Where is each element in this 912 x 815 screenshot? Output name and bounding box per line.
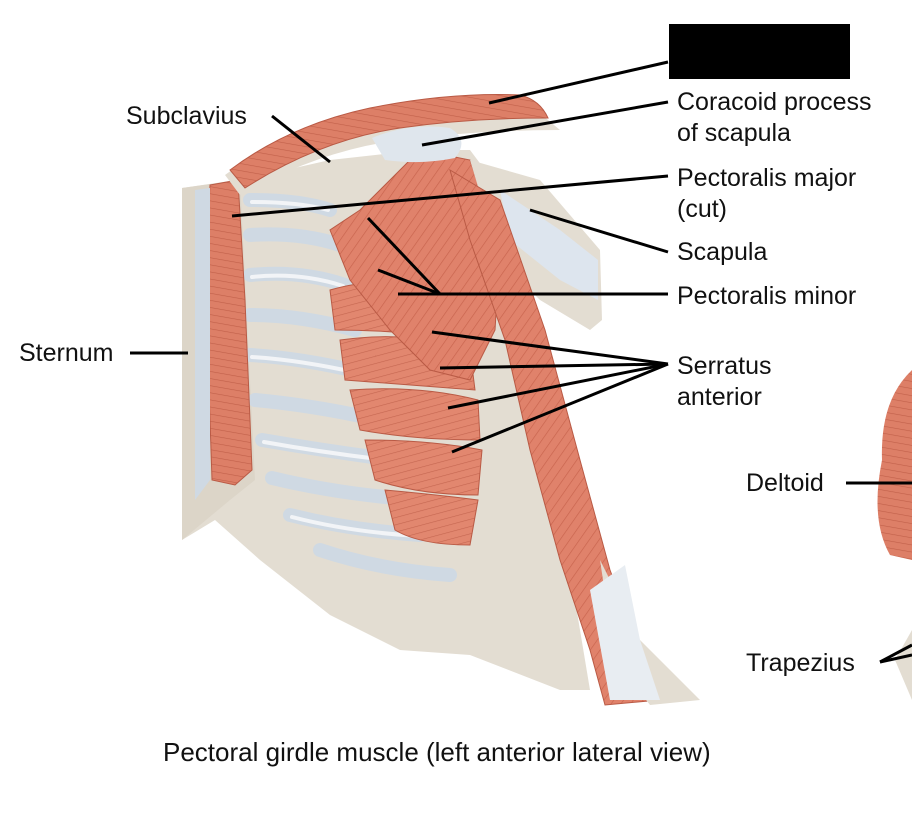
label-coracoid-line2: of scapula bbox=[677, 118, 791, 149]
label-serratus-line1: Serratus bbox=[677, 351, 771, 382]
deltoid-muscle bbox=[878, 370, 912, 560]
label-pectoralis-major-line2: (cut) bbox=[677, 194, 727, 225]
label-coracoid-line1: Coracoid process bbox=[677, 87, 872, 118]
label-trapezius: Trapezius bbox=[746, 648, 855, 679]
trapezius-bone bbox=[895, 630, 912, 700]
sternum-cartilage bbox=[195, 188, 210, 500]
label-sternum: Sternum bbox=[19, 338, 113, 369]
label-scapula: Scapula bbox=[677, 237, 767, 268]
label-serratus-line2: anterior bbox=[677, 382, 762, 413]
leader-top bbox=[489, 62, 668, 103]
label-pectoralis-minor: Pectoralis minor bbox=[677, 281, 856, 312]
label-deltoid: Deltoid bbox=[746, 468, 824, 499]
label-pectoralis-major-line1: Pectoralis major bbox=[677, 163, 856, 194]
label-subclavius: Subclavius bbox=[126, 101, 247, 132]
redacted-label-box bbox=[669, 24, 850, 79]
figure-caption: Pectoral girdle muscle (left anterior la… bbox=[163, 737, 711, 768]
